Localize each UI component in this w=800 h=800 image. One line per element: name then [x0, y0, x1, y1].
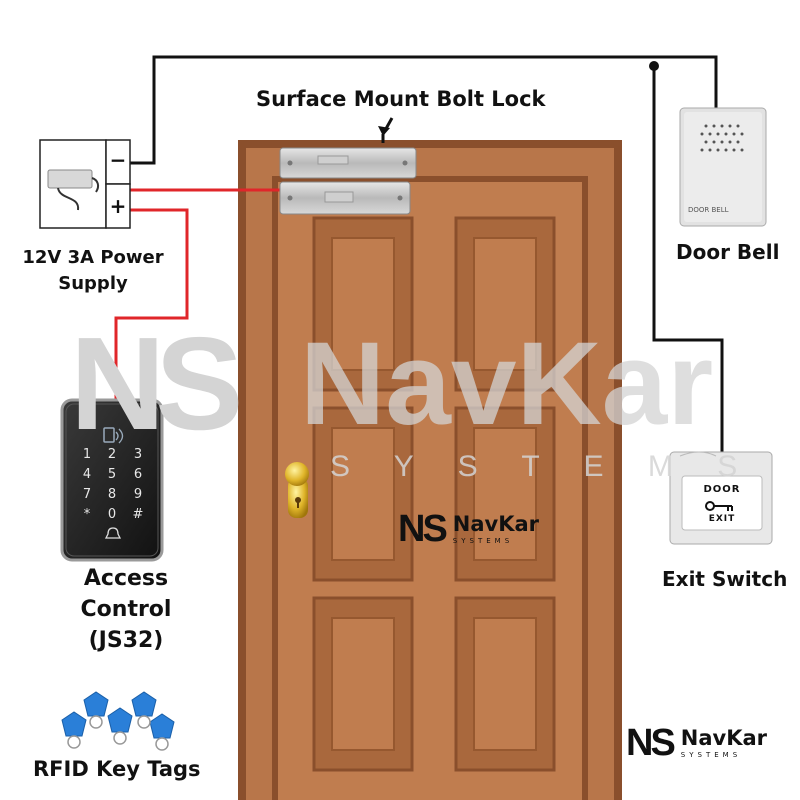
keypad-key-6: 7	[83, 487, 91, 502]
rfid-tag-3	[131, 691, 157, 717]
exit-switch	[669, 451, 773, 545]
exit-plate-top: DOOR	[703, 484, 741, 495]
rfid-key-tags	[61, 691, 175, 751]
keypad-key-9: *	[84, 507, 91, 522]
power-supply-label-line2: Supply	[58, 273, 128, 294]
door-brand-mark: NS	[398, 508, 448, 550]
terminal-minus	[105, 139, 131, 185]
keypad-key-5: 6	[134, 467, 142, 482]
rfid-label: RFID Key Tags	[33, 757, 201, 781]
door-knob	[285, 462, 309, 518]
door-brand-name: NavKar	[452, 511, 540, 536]
keypad-key-4: 5	[108, 467, 116, 482]
wire-pos-keypad	[114, 208, 189, 402]
keypad-key-8: 9	[134, 487, 142, 502]
key-icon	[705, 501, 733, 511]
terminal-plus-label: +	[109, 194, 127, 218]
corner-brand-mark: NS	[626, 722, 676, 764]
keypad-key-3: 4	[83, 467, 91, 482]
bolt-lock-label: Surface Mount Bolt Lock	[256, 87, 546, 111]
keypad-key-11: #	[133, 507, 144, 522]
access-control-keypad: 1 2 3 4 5 6 7 8 9 * 0 #	[60, 398, 164, 562]
keypad-keys: 1 2 3 4 5 6 7 8 9 * 0 #	[83, 447, 144, 522]
power-supply-label-line1: 12V 3A Power	[22, 247, 164, 268]
terminal-minus-label: −	[109, 148, 127, 172]
exit-switch-button	[681, 475, 763, 531]
door-bell	[679, 107, 767, 227]
access-control-label: Access Control (JS32)	[56, 563, 196, 656]
corner-brand-sub: SYSTEMS	[680, 750, 742, 759]
watermark-name: NavKar	[300, 318, 714, 450]
watermark-mark: NS	[70, 310, 243, 457]
corner-brand-logo: NS NavKar SYSTEMS	[626, 724, 767, 762]
wire-neg-bell	[130, 55, 718, 165]
door-brand-logo: NS NavKar SYSTEMS	[398, 510, 539, 548]
watermark-sub: S Y S T E M S	[330, 450, 756, 483]
door	[238, 140, 622, 800]
wire-exit	[652, 66, 724, 455]
access-control-label-line2: Control	[80, 597, 172, 622]
keypad-key-0: 1	[83, 447, 91, 462]
power-supply	[39, 139, 131, 229]
corner-brand-name: NavKar	[680, 725, 768, 750]
keypad-body	[60, 398, 164, 562]
bell-icon	[104, 527, 122, 539]
bolt-lock	[279, 117, 417, 215]
keypad-key-10: 0	[108, 507, 116, 522]
keypad-key-7: 8	[108, 487, 116, 502]
power-supply-label: 12V 3A Power Supply	[18, 245, 168, 297]
door-brand-sub: SYSTEMS	[452, 536, 514, 545]
wires	[114, 55, 724, 455]
rfid-tag-1	[83, 691, 109, 717]
exit-switch-label: Exit Switch	[662, 567, 788, 591]
access-control-label-line3: (JS32)	[88, 628, 164, 653]
door-bell-label: Door Bell	[676, 240, 780, 264]
speaker-grille	[700, 124, 744, 152]
card-reader-icon	[103, 427, 124, 444]
rfid-tag-2	[61, 711, 87, 737]
keypad-key-1: 2	[108, 447, 116, 462]
terminal-plus	[105, 183, 131, 229]
exit-plate-bottom: EXIT	[708, 514, 736, 524]
door-bell-imprint: DOOR BELL	[688, 206, 729, 214]
access-control-label-line1: Access	[83, 566, 169, 591]
rfid-tag-5	[107, 707, 133, 733]
rfid-tag-4	[149, 713, 175, 739]
wire-junction	[649, 61, 659, 71]
keypad-key-2: 3	[134, 447, 142, 462]
